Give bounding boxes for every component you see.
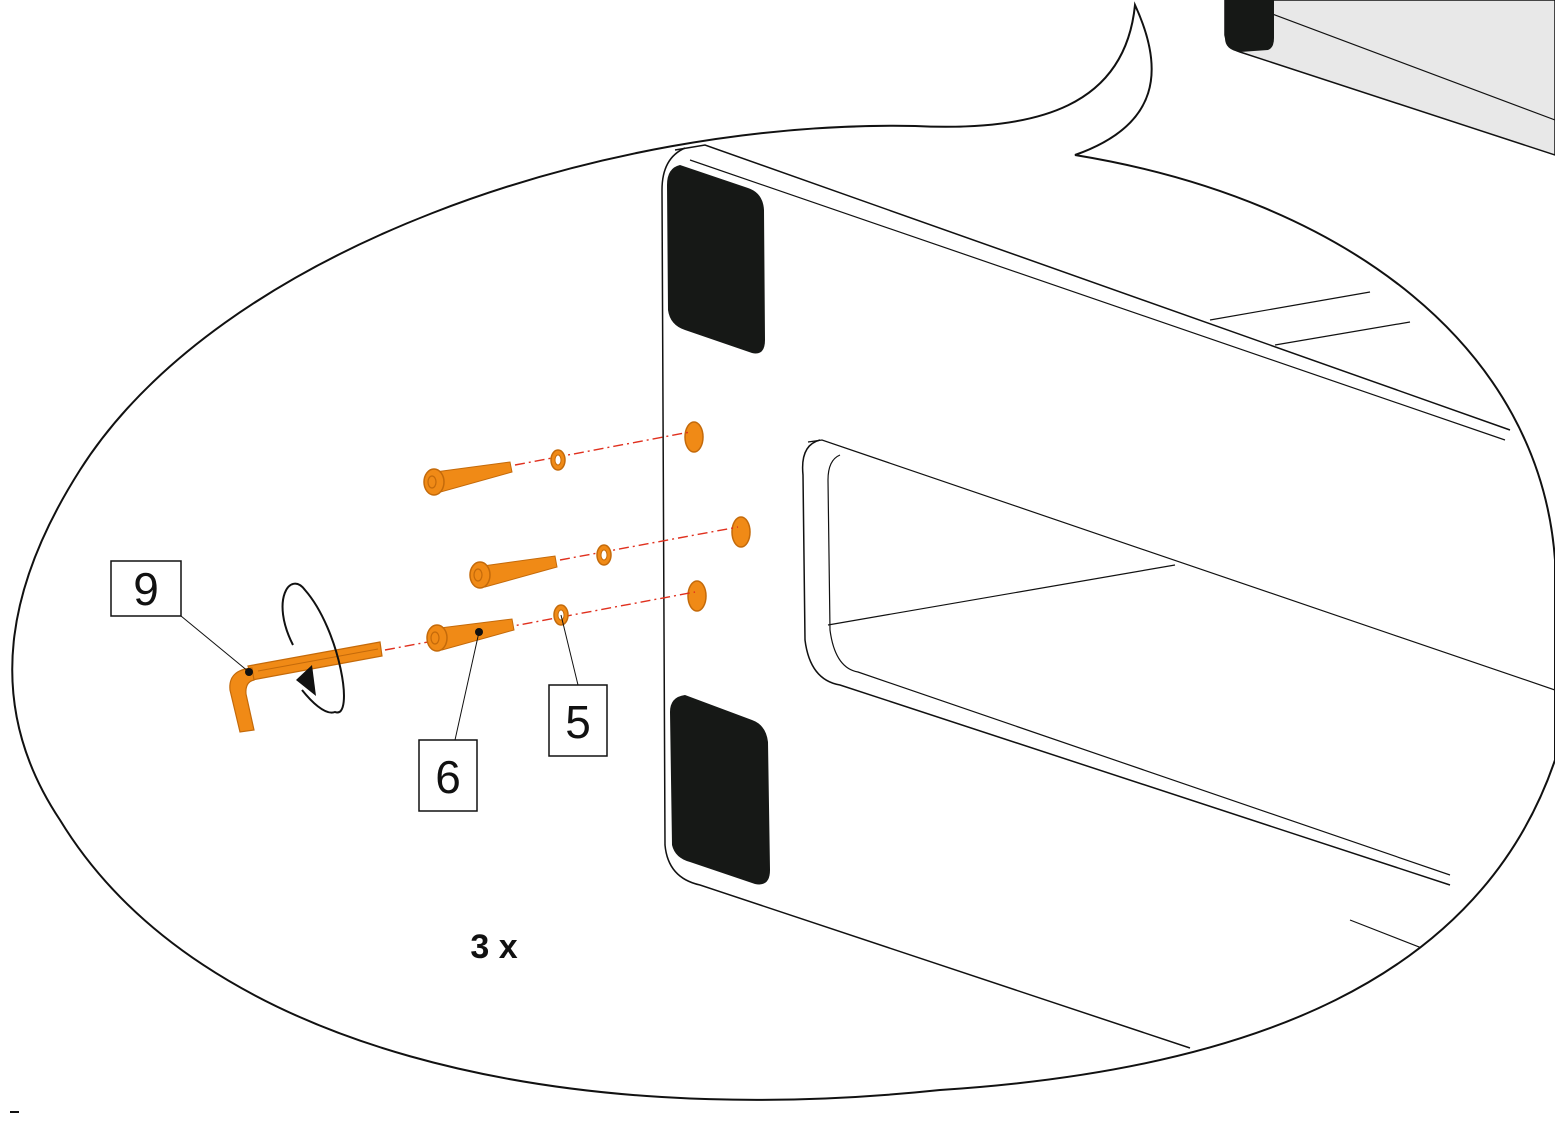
background-frame-fragment	[1224, 0, 1555, 156]
callout-label-washer: 5	[565, 696, 591, 748]
callout-label-allen-key: 9	[133, 563, 159, 615]
background-foot-pad	[1225, 0, 1274, 52]
detail-bubble	[11, 1, 1555, 1101]
bolt-middle	[469, 555, 558, 589]
quantity-label: 3 x	[470, 928, 517, 966]
washer-middle	[596, 544, 612, 566]
alignment-lines	[384, 431, 739, 651]
table-frame	[661, 144, 1555, 1049]
clockwise-rotation-arrow-icon	[281, 582, 345, 714]
callout-label-bolt: 6	[435, 751, 461, 803]
frame-hole	[731, 516, 751, 548]
bolt-top	[423, 461, 513, 496]
leader-lines	[180, 614, 579, 741]
callout-bolt: 6	[418, 739, 478, 812]
callout-washer: 5	[548, 684, 608, 757]
washers	[550, 449, 612, 626]
frame-holes	[684, 421, 751, 612]
callout-allen-key: 9	[110, 560, 182, 617]
foot-pad-top	[667, 165, 765, 354]
foot-pad-bottom	[670, 695, 770, 885]
frame-hole	[687, 580, 707, 612]
bolt-bottom	[426, 618, 515, 652]
frame-hole	[684, 421, 704, 453]
washer-top	[550, 449, 566, 471]
